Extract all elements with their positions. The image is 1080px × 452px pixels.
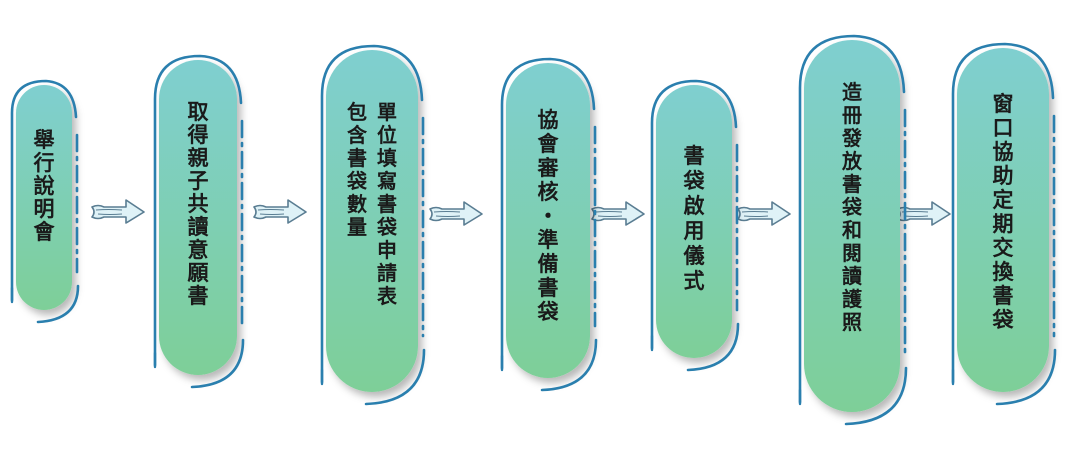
- step-6-label: 造冊發放書袋和閱讀護照: [841, 80, 863, 334]
- step-3-label-col-1: 單位填寫書袋申請表: [376, 100, 398, 308]
- sketch-arrow-right-icon: [91, 199, 145, 224]
- connector-arrow-4: [591, 201, 645, 226]
- step-1: 舉行說明會: [10, 79, 80, 324]
- connector-arrow-2: [253, 199, 307, 224]
- step-5-pill: [656, 85, 732, 358]
- step-2-pill: [159, 60, 237, 375]
- step-2: 取得親子共讀意願書: [153, 54, 245, 389]
- connector-arrow-hatch: [433, 211, 461, 217]
- step-3-outline-curl: [364, 348, 426, 406]
- sketch-arrow-right-icon: [591, 201, 645, 226]
- step-5-label: 書袋啟用儀式: [683, 143, 706, 293]
- connector-arrow-3: [429, 201, 483, 226]
- connector-arrow-5: [737, 201, 791, 226]
- step-7-outline-curl: [995, 348, 1057, 406]
- step-7-label: 窗口協助定期交換書袋: [992, 91, 1015, 332]
- step-6: 造冊發放書袋和閱讀護照: [798, 34, 908, 426]
- step-4-pill: [506, 63, 590, 378]
- step-1-label: 舉行說明會: [33, 127, 56, 244]
- step-1-outline: [10, 79, 78, 302]
- step-6-outline: [798, 34, 906, 404]
- step-1-outline-curl: [36, 284, 80, 324]
- step-2-outline-curl: [190, 338, 245, 389]
- step-4: 協會審核・準備書袋: [500, 57, 598, 392]
- step-7-pill: [957, 48, 1049, 392]
- step-1-pill: [16, 85, 72, 310]
- step-5: 書袋啟用儀式: [650, 79, 740, 372]
- connector-arrow-hatch: [257, 209, 285, 215]
- step-7: 窗口協助定期交換書袋: [951, 42, 1057, 406]
- step-3-label-col-2: 包含書袋數量: [346, 100, 368, 239]
- step-7-outline: [951, 42, 1055, 384]
- sketch-arrow-right-icon: [429, 201, 483, 226]
- step-4-outline: [500, 57, 596, 370]
- step-5-outline-curl: [686, 322, 740, 372]
- connector-arrow-hatch: [595, 211, 623, 217]
- step-6-pill: [804, 40, 900, 412]
- connector-arrow-1: [91, 199, 145, 224]
- connector-arrow-hatch: [95, 209, 123, 215]
- step-2-outline: [153, 54, 243, 367]
- step-3-pill: [326, 50, 418, 392]
- step-4-outline-curl: [540, 338, 598, 392]
- step-4-label: 協會審核・準備書袋: [537, 107, 560, 324]
- step-2-label: 取得親子共讀意願書: [187, 99, 210, 308]
- sketch-arrow-right-icon: [737, 201, 791, 226]
- step-6-outline-curl: [844, 366, 908, 426]
- step-5-outline: [650, 79, 738, 350]
- step-3-outline: [320, 44, 424, 384]
- sketch-arrow-right-icon: [253, 199, 307, 224]
- connector-arrow-hatch: [741, 211, 769, 217]
